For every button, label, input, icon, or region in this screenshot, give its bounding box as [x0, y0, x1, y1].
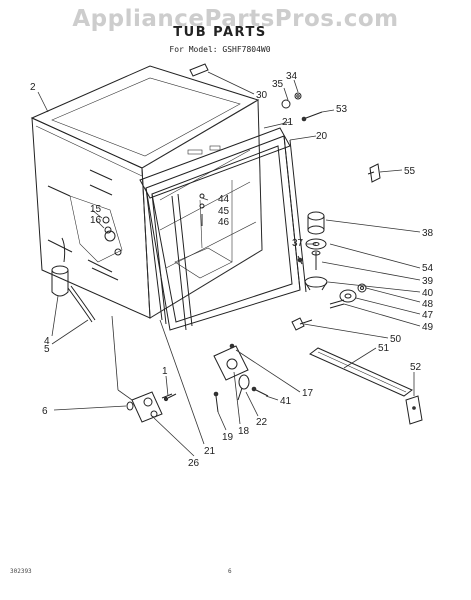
diagram-title: TUB PARTS: [173, 25, 267, 40]
callout-17: 17: [302, 388, 314, 399]
part-52-latch: [405, 395, 423, 425]
callout-54: 54: [422, 263, 434, 274]
callout-37: 37: [292, 238, 304, 249]
callout-55: 55: [404, 166, 416, 177]
callout-22: 22: [256, 417, 268, 428]
callout-53: 53: [336, 104, 348, 115]
part-51-trim-strip: [309, 347, 413, 397]
callout-15: 15: [90, 204, 102, 215]
part-34-35-fastener: [281, 92, 302, 109]
callout-21-top: 21: [282, 117, 294, 128]
callout-46: 46: [218, 217, 230, 228]
part-41-screw: [251, 386, 269, 397]
tub-body: [30, 65, 263, 319]
watermark: AppliancePartsPros.com: [72, 6, 399, 32]
callout-48: 48: [422, 299, 434, 310]
footer-page-number: 6: [228, 568, 232, 575]
part-19-screw: [213, 391, 219, 413]
callout-35: 35: [272, 79, 284, 90]
leader-lines: [37, 71, 421, 457]
callout-21-bottom: 21: [204, 446, 216, 457]
callout-51: 51: [378, 343, 390, 354]
part-22-knob: [237, 374, 250, 401]
callout-4: 4: [44, 336, 50, 347]
part-50-screw: [291, 317, 313, 331]
part-40-hub: [304, 276, 328, 291]
part-6-fitting: [126, 401, 134, 411]
part-53-screw: [301, 111, 323, 122]
part-1-screw: [163, 393, 177, 402]
part-55-clip: [367, 163, 381, 183]
part-26-inlet-valve: [131, 391, 173, 423]
callout-5: 5: [44, 344, 50, 355]
callout-38: 38: [422, 228, 434, 239]
callout-44: 44: [218, 194, 230, 205]
callout-19: 19: [222, 432, 234, 443]
callout-52: 52: [410, 362, 422, 373]
callout-40: 40: [422, 288, 434, 299]
callout-1: 1: [162, 366, 168, 377]
part-54-clip: [297, 255, 303, 265]
callout-41: 41: [280, 396, 292, 407]
callout-50: 50: [390, 334, 402, 345]
callout-6: 6: [42, 406, 48, 417]
callout-34: 34: [286, 71, 298, 82]
part-15-16-fastener: [102, 216, 112, 234]
part-48-47-49-pump-parts: [329, 283, 367, 309]
part-39-screw: [311, 250, 321, 270]
callout-labels: 2 30 35 34 53 21 20 55 15 16 44 45 46 38…: [30, 71, 434, 469]
callout-16: 16: [90, 215, 102, 226]
part-17-vent-bracket: [213, 343, 249, 381]
callout-39: 39: [422, 276, 434, 287]
part-5-hose: [67, 285, 96, 323]
callout-26: 26: [188, 458, 200, 469]
callout-49: 49: [422, 322, 434, 333]
part-38-spray-tower: [307, 211, 325, 235]
callout-47: 47: [422, 310, 434, 321]
part-4-fill-funnel: [51, 237, 69, 297]
model-label: For Model: GSHF7804W0: [169, 45, 271, 54]
callout-20: 20: [316, 131, 328, 142]
callout-18: 18: [238, 426, 250, 437]
footer-code: 302393: [10, 568, 32, 575]
callout-2: 2: [30, 82, 36, 93]
door-gasket: [139, 127, 307, 331]
callout-45: 45: [218, 206, 230, 217]
callout-30: 30: [256, 90, 268, 101]
part-30-clip: [189, 63, 209, 77]
